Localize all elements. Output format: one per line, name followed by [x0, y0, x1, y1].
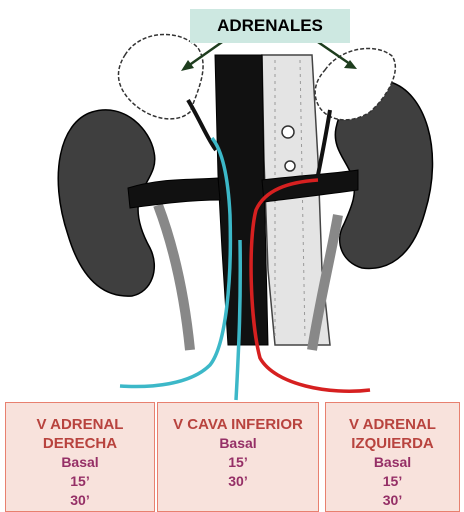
time-15: 15’: [228, 453, 247, 472]
box-heading: V ADRENAL: [349, 415, 436, 434]
box-heading: V ADRENAL: [37, 415, 124, 434]
time-15: 15’: [70, 472, 89, 491]
adrenales-title: ADRENALES: [190, 9, 350, 43]
time-30: 30’: [70, 491, 89, 510]
left-adrenal-vein: [318, 110, 330, 175]
time-basal: Basal: [219, 434, 256, 453]
time-15: 15’: [383, 472, 402, 491]
time-30: 30’: [228, 472, 247, 491]
box-heading: DERECHA: [43, 434, 117, 453]
box-heading: V CAVA INFERIOR: [173, 415, 303, 434]
time-basal: Basal: [374, 453, 411, 472]
time-basal: Basal: [61, 453, 98, 472]
vena-cava-inferior-box: V CAVA INFERIOR Basal 15’ 30’: [157, 402, 319, 512]
right-adrenal-vein-box: V ADRENAL DERECHA Basal 15’ 30’: [5, 402, 155, 512]
time-30: 30’: [383, 491, 402, 510]
left-adrenal-vein-box: V ADRENAL IZQUIERDA Basal 15’ 30’: [325, 402, 460, 512]
box-heading: IZQUIERDA: [351, 434, 434, 453]
right-adrenal-vein: [188, 100, 216, 150]
right-ureter: [158, 205, 190, 350]
